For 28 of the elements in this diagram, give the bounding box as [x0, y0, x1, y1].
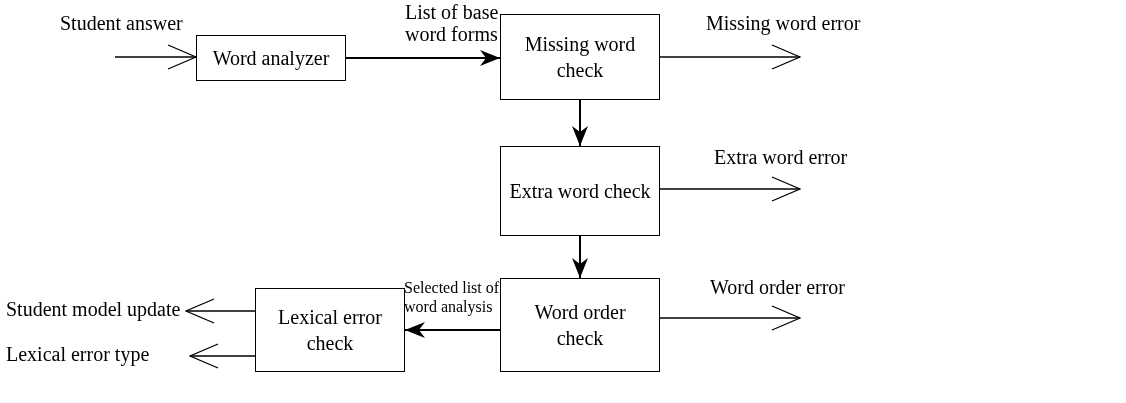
- box-label: Lexical error check: [277, 305, 383, 356]
- box-label: Word analyzer: [212, 46, 330, 71]
- arrow: [572, 99, 588, 147]
- process-box: [196, 35, 346, 81]
- arrow: [185, 298, 256, 324]
- arrow: [572, 235, 588, 279]
- process-box: [255, 288, 405, 372]
- arrow: [345, 50, 501, 66]
- arrow: [404, 322, 501, 338]
- arrow: [659, 176, 801, 202]
- edge-label: Selected list of word analysis: [404, 278, 500, 316]
- edge-label: Extra word error: [714, 146, 849, 168]
- edge-label: Student answer: [60, 12, 184, 34]
- box-label: Word order check: [533, 300, 627, 351]
- process-box: [500, 146, 660, 236]
- box-label: Missing word check: [523, 32, 637, 83]
- process-box: [500, 14, 660, 100]
- edge-label: Lexical error type: [6, 343, 151, 365]
- process-box: [500, 278, 660, 372]
- arrow: [114, 44, 197, 70]
- arrow: [189, 343, 256, 369]
- edge-label: Word order error: [710, 276, 846, 298]
- edge-label: List of base word forms: [405, 1, 500, 45]
- edge-label: Student model update: [6, 298, 182, 320]
- arrow: [659, 44, 801, 70]
- edge-label: Missing word error: [706, 12, 862, 34]
- box-label: Extra word check: [509, 179, 651, 204]
- arrow: [659, 305, 801, 331]
